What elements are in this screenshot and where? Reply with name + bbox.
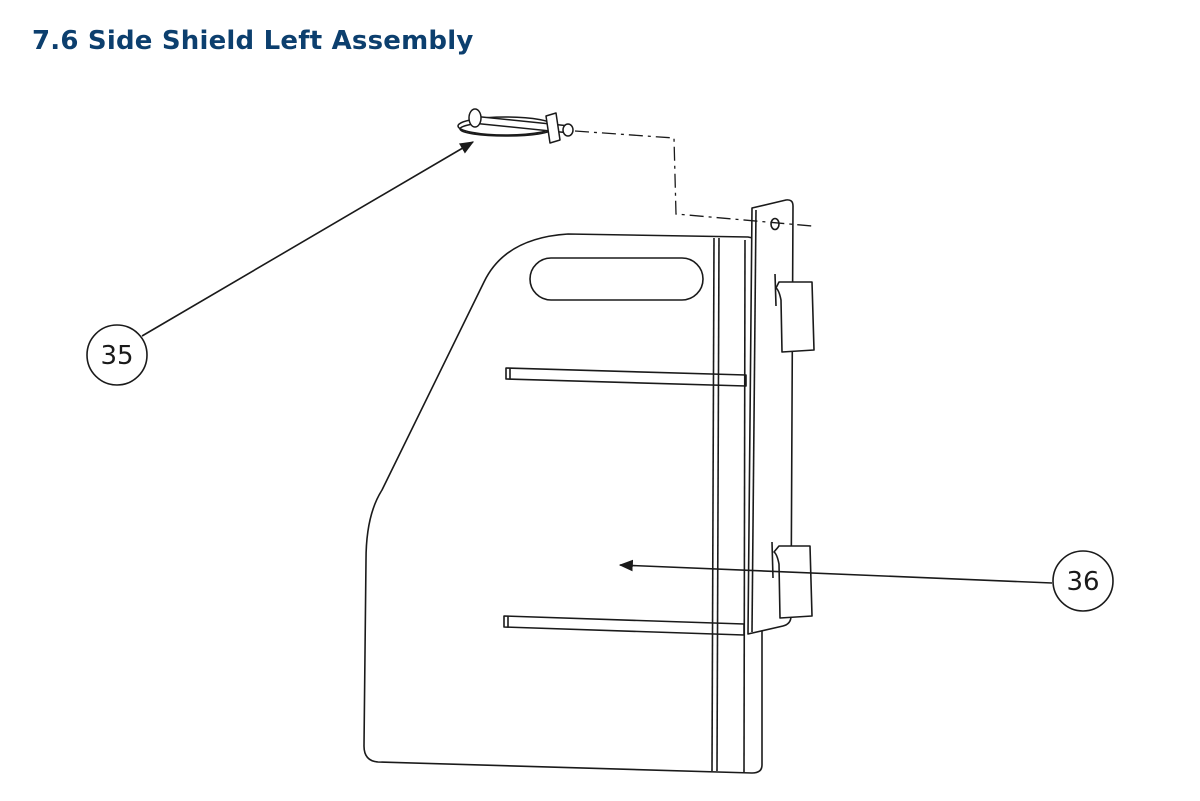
pin-collar [545,112,561,144]
upper-stiffener [505,367,747,387]
pin-head [468,108,482,128]
callout-36-label: 36 [1066,567,1099,597]
hitch-pin [457,108,574,144]
pin-hole [770,217,780,231]
leader-line-35 [141,141,475,337]
page-title: 7.6 Side Shield Left Assembly [32,26,474,56]
bracket-clip-upper [775,281,815,353]
side-shield-left [363,233,763,774]
handle-slot [529,257,704,301]
leader-line-36 [618,559,1053,584]
mounting-bracket [747,199,815,635]
pin-tip [562,123,574,137]
lower-stiffener [503,615,745,636]
callout-36-circle [1052,550,1114,612]
callout-35: 35 [86,141,475,386]
callout-35-label: 35 [100,341,133,371]
shield-fold-line-edge [743,239,746,773]
callout-36: 36 [618,550,1114,612]
callout-35-circle [86,324,148,386]
assembly-centerline [574,130,813,227]
bracket-clip-lower [773,545,813,619]
shield-fold-line [711,237,715,772]
shield-fold-line-inner [716,237,720,772]
shield-plate [363,233,763,774]
